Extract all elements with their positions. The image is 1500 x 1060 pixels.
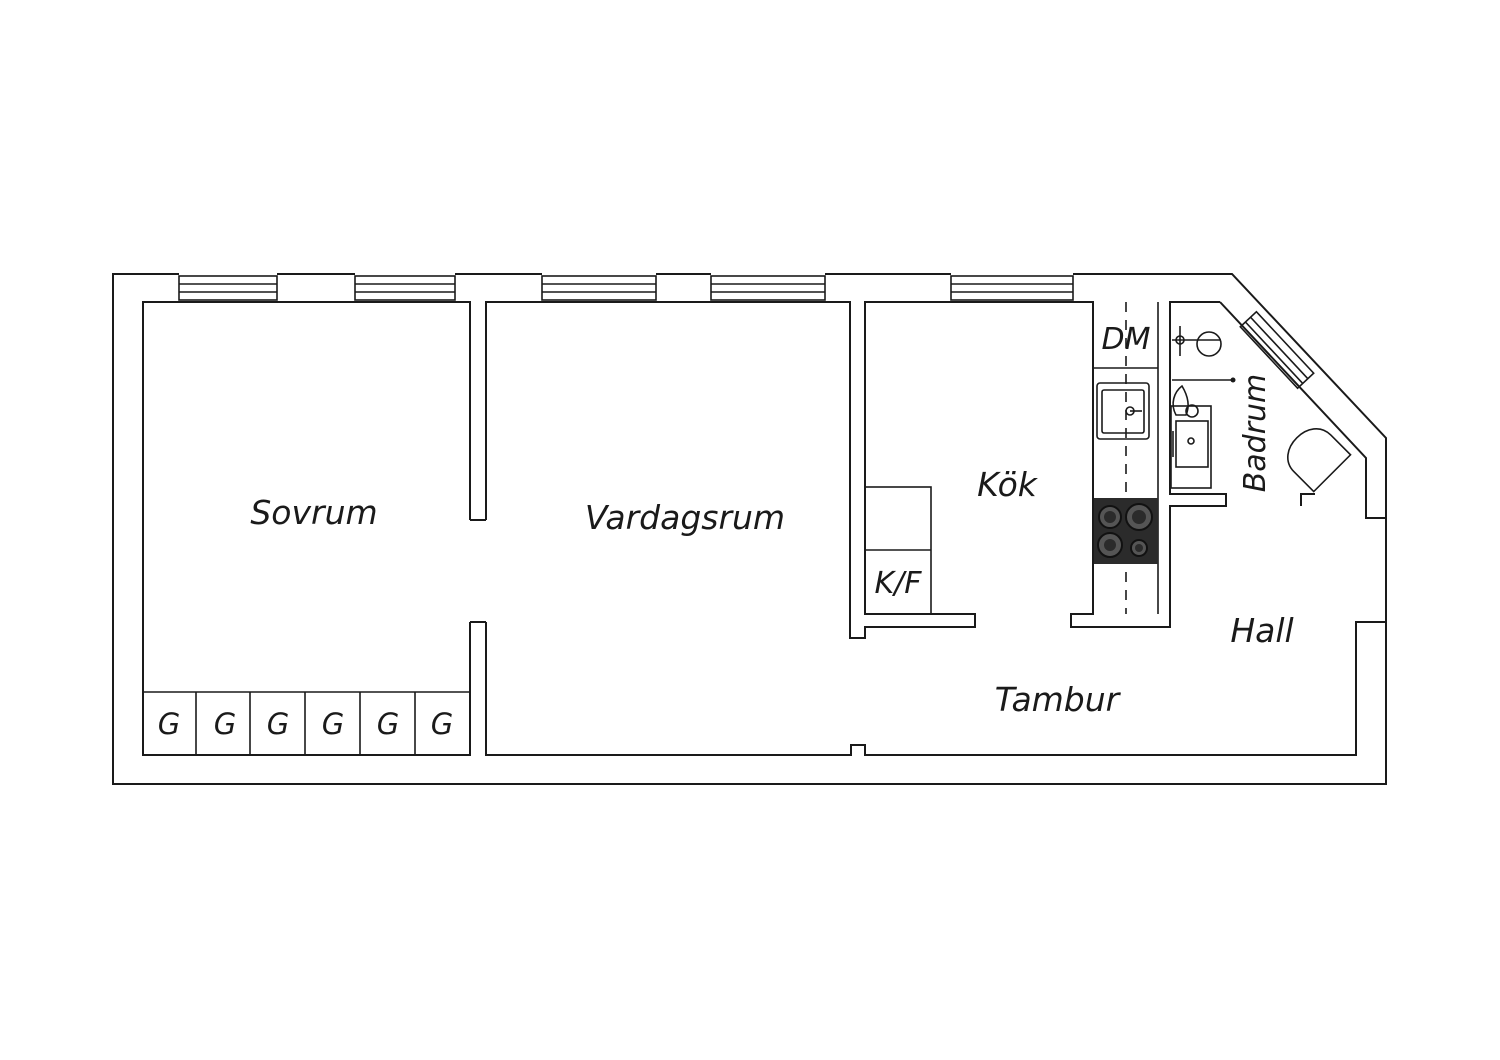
window	[541, 273, 657, 303]
toilet-icon	[1172, 384, 1199, 418]
wardrobe-label: G	[158, 707, 180, 741]
bathroom-wall	[1219, 301, 1386, 519]
room-label-tambur: Tambur	[995, 680, 1122, 719]
washing-machine-icon	[1287, 428, 1352, 493]
fridge-freezer: K/F	[864, 486, 932, 615]
living-area-walls	[485, 301, 1227, 639]
windows	[178, 273, 1315, 390]
shower-icon	[1172, 326, 1236, 383]
bathroom-wall	[1300, 493, 1315, 506]
fridge-freezer-label: K/F	[874, 566, 922, 601]
room-label-badrum: Badrum	[1238, 374, 1273, 493]
room-label-vardagsrum: Vardagsrum	[585, 498, 785, 537]
dishwasher-label: DM	[1102, 322, 1151, 357]
wardrobe-label: G	[431, 707, 453, 741]
wardrobe-label: G	[267, 707, 289, 741]
sink-icon	[1096, 382, 1150, 440]
bedroom-walls	[142, 301, 471, 756]
window	[1239, 310, 1315, 390]
window	[950, 273, 1074, 303]
room-label-kok: Kök	[977, 465, 1039, 504]
wardrobe-label: G	[214, 707, 236, 741]
wardrobe-row: G G G G G G	[143, 691, 470, 755]
bathroom-fixtures	[1170, 326, 1352, 493]
wardrobe-label: G	[377, 707, 399, 741]
room-label-sovrum: Sovrum	[250, 493, 377, 532]
living-area-walls	[485, 621, 1386, 756]
washbasin-icon	[1170, 405, 1212, 489]
room-label-hall: Hall	[1230, 611, 1293, 650]
window	[178, 273, 278, 303]
kitchen-counter: DM	[1093, 302, 1159, 614]
stove-icon	[1094, 498, 1158, 564]
wardrobe-label: G	[322, 707, 344, 741]
window	[710, 273, 826, 303]
window	[354, 273, 456, 303]
